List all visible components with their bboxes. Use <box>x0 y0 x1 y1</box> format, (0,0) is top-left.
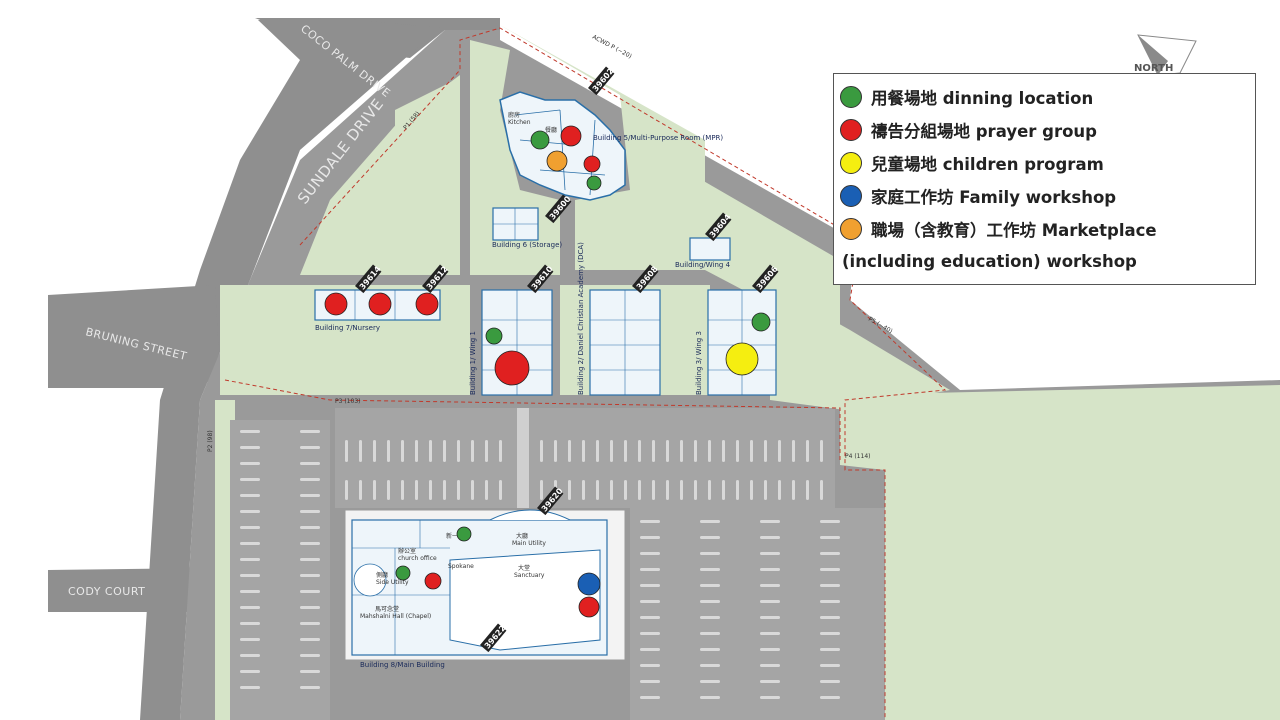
building-5-label: Building 5/Multi-Purpose Room (MPR) <box>593 134 723 142</box>
north-compass: NORTH <box>1134 34 1197 75</box>
side-utility-zh-label: 側廳 <box>376 571 388 579</box>
building-6-storage <box>492 207 539 241</box>
marker-dining <box>395 565 411 581</box>
marker-prayer <box>583 155 601 173</box>
wing-4 <box>689 237 731 261</box>
yellow-dot-icon <box>840 151 862 174</box>
marker-dining <box>485 327 503 345</box>
marker-dining <box>586 175 602 191</box>
legend-continuation: (including education) workshop <box>842 252 1137 271</box>
wing-2-label: Building 2/ Daniel Christian Academy (DC… <box>577 242 585 395</box>
building-6-label: Building 6 (Storage) <box>492 241 562 249</box>
cody-road <box>48 568 210 612</box>
marker-marketplace <box>546 150 568 172</box>
lawn-west-small <box>395 80 455 190</box>
sanctuary-en-label: Sanctuary <box>514 572 545 579</box>
building-8-label: Building 8/Main Building <box>360 661 445 669</box>
marker-prayer <box>424 572 442 590</box>
marker-prayer <box>415 292 439 316</box>
dining-zh-label: 餐廳 <box>545 126 557 134</box>
spokane-label: Spokane <box>448 563 474 570</box>
marker-dining <box>530 130 550 150</box>
wing-3 <box>707 289 777 396</box>
legend-label: 職場（含教育）工作坊 Marketplace <box>871 220 1157 240</box>
side-utility-en-label: Side Utility <box>376 579 409 586</box>
parking-stripes <box>240 430 840 699</box>
red-dot-icon <box>840 118 862 141</box>
marker-prayer <box>560 125 582 147</box>
wing-4-label: Building/Wing 4 <box>675 261 731 269</box>
bruning-road <box>48 285 220 388</box>
wing-2 <box>589 289 661 396</box>
cody-label: CODY COURT <box>68 585 145 598</box>
sanctuary-zh-label: 大堂 <box>518 564 530 572</box>
chapel-en-label: Mahshalni Hall (Chapel) <box>360 613 431 620</box>
wing-1-label: Building 1/ Wing 1 <box>469 331 477 395</box>
church-office-zh-label: 辦公室 <box>398 547 416 555</box>
orange-dot-icon <box>840 217 862 240</box>
walkway-center <box>517 408 529 508</box>
north-label: NORTH <box>1134 63 1173 74</box>
lawn-ne-strip <box>640 150 840 330</box>
legend-item-marketplace: 職場（含教育）工作坊 Marketplace <box>840 212 1255 245</box>
legend-item-prayer: 禱告分組場地 prayer group <box>840 113 1255 146</box>
marker-prayer <box>494 350 530 386</box>
building-7-label: Building 7/Nursery <box>315 324 380 332</box>
chapel-zh-label: 馬可念堂 <box>375 605 399 613</box>
activity-markers <box>324 125 771 618</box>
marker-family <box>577 572 601 596</box>
blue-dot-icon <box>840 184 862 207</box>
lawn-big-east <box>840 385 1280 720</box>
legend-label: 用餐場地 dinning location <box>871 88 1094 108</box>
marker-prayer <box>368 292 392 316</box>
property-line <box>299 27 947 720</box>
legend-item-dining: 用餐場地 dinning location <box>840 80 1255 113</box>
kitchen-zh-label: 廚房 <box>508 111 520 119</box>
legend-item-children: 兒童場地 children program <box>840 146 1255 179</box>
legend: 用餐場地 dinning location 禱告分組場地 prayer grou… <box>833 73 1256 285</box>
parking-p2-label: P2 (98) <box>207 430 214 452</box>
building-8-main <box>344 509 626 661</box>
marker-dining <box>456 526 472 542</box>
building-5-mpr <box>499 91 626 201</box>
marker-dining <box>751 312 771 332</box>
legend-label: 兒童場地 children program <box>871 154 1104 174</box>
legend-label: 禱告分組場地 prayer group <box>871 121 1097 141</box>
parking-p3-label: P3 (103) <box>335 398 360 405</box>
kitchen-en-label: Kitchen <box>508 119 531 126</box>
parking-p4-label: P4 (114) <box>845 453 870 460</box>
lawn-east <box>770 285 950 410</box>
church-office-en-label: church office <box>398 555 437 562</box>
marker-prayer <box>324 292 348 316</box>
marker-children <box>725 342 759 376</box>
legend-label: 家庭工作坊 Family workshop <box>871 187 1117 207</box>
wing-3-label: Building 3/ Wing 3 <box>695 331 703 395</box>
main-utility-en-label: Main Utility <box>512 540 546 547</box>
green-dot-icon <box>840 85 862 108</box>
marker-prayer <box>578 596 600 618</box>
parking-lot-p4 <box>630 508 885 720</box>
main-utility-zh-label: 大廳 <box>516 532 528 540</box>
legend-item-family: 家庭工作坊 Family workshop <box>840 179 1255 212</box>
